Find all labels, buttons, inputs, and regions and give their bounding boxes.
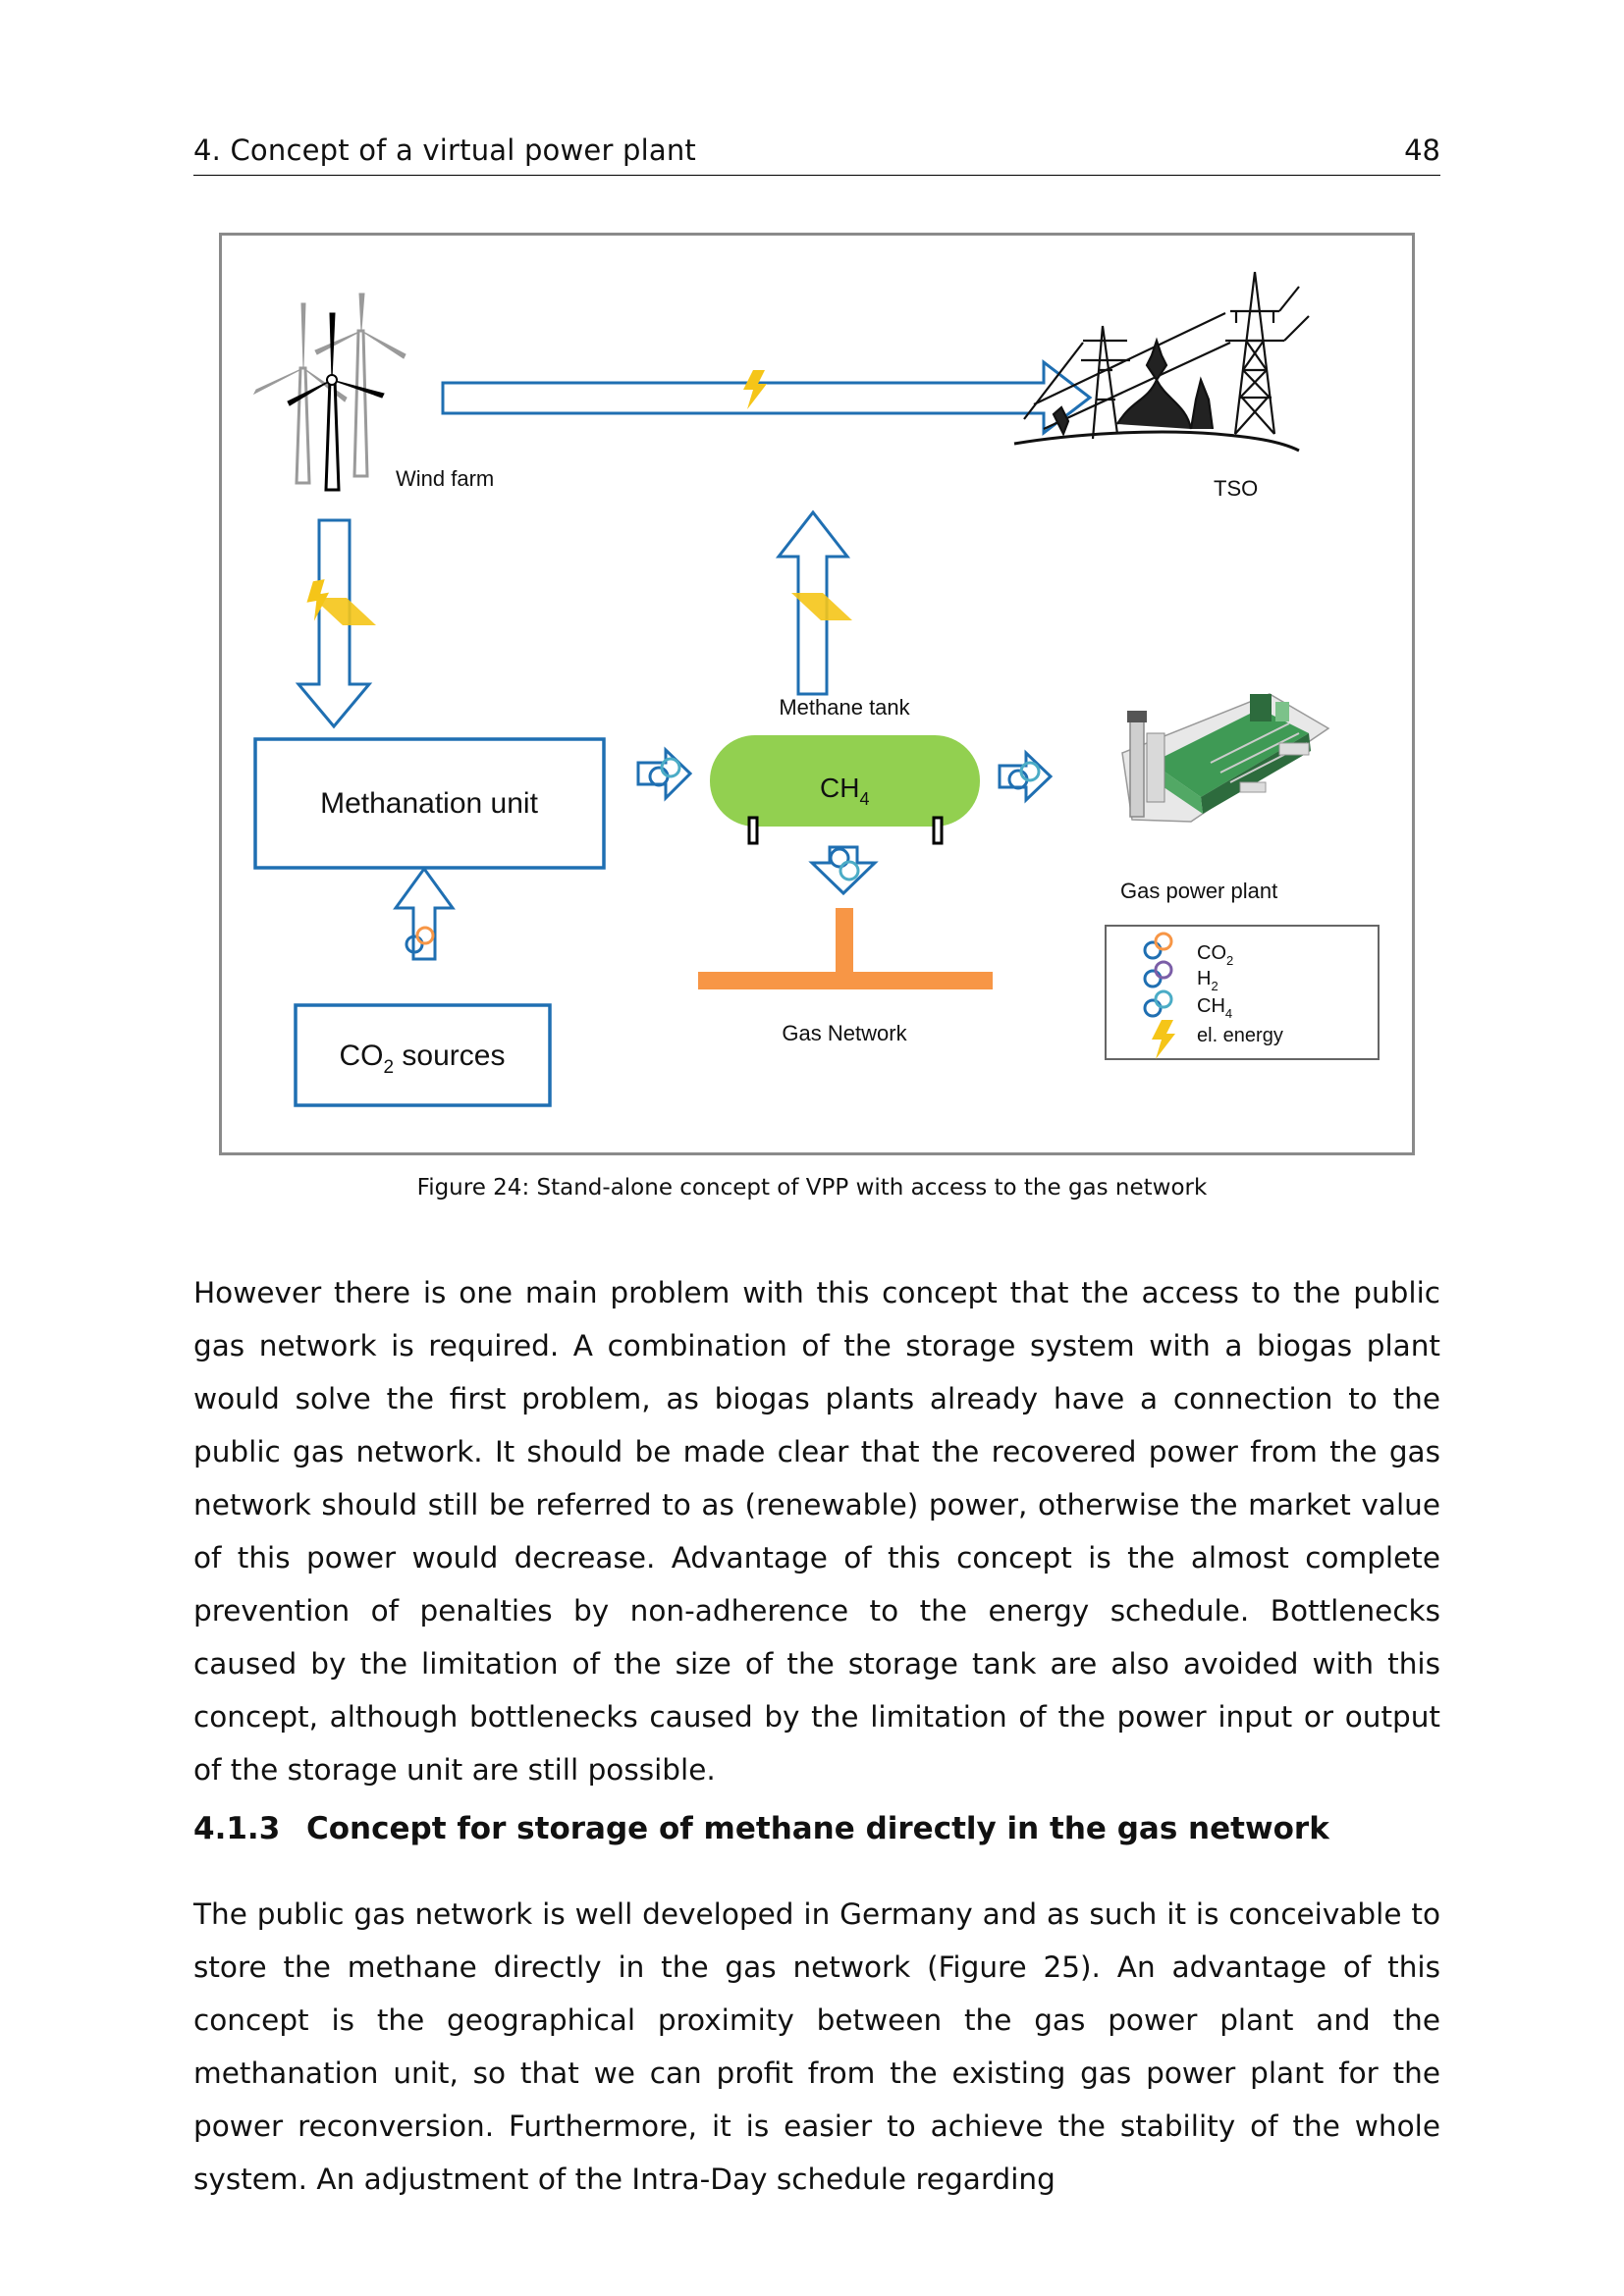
legend-h2: H2 (1143, 960, 1218, 993)
paragraph-text: However there is one main problem with t… (193, 1276, 1440, 1787)
section-title: Concept for storage of methane directly … (306, 1811, 1329, 1846)
body-paragraph-1: However there is one main problem with t… (193, 1266, 1440, 1796)
power-arrow-wind-to-tso (441, 358, 1093, 437)
legend-co2: CO2 (1143, 932, 1233, 968)
gas-arrow-to-network (808, 845, 879, 896)
legend: CO2 H2 CH4 el. energy (1105, 925, 1380, 1060)
legend-ch4: CH4 (1143, 989, 1232, 1021)
legend-electric-energy: el. energy (1152, 1020, 1283, 1059)
co2-sources-label: CO2 sources (340, 1040, 506, 1078)
body-paragraph-2: The public gas network is well developed… (193, 1888, 1440, 2206)
wind-farm-label: Wind farm (396, 466, 494, 491)
figure-24: Wind farm TSO Methanation unit (219, 233, 1415, 1155)
page-number: 48 (1404, 133, 1440, 167)
figure-caption: Figure 24: Stand-alone concept of VPP wi… (416, 1175, 1208, 1201)
gas-power-plant-label: Gas power plant (1120, 879, 1277, 903)
methanation-unit-box (253, 737, 606, 870)
gas-network-label: Gas Network (782, 1021, 907, 1045)
section-heading: 4.1.3 Concept for storage of methane dire… (193, 1811, 1329, 1846)
tank-gas-label: CH4 (820, 773, 869, 809)
page-header: 4. Concept of a virtual power plant 48 (193, 126, 1440, 176)
paragraph-text: The public gas network is well developed… (193, 1897, 1440, 2196)
co2-sources-box (294, 1003, 552, 1107)
section-number: 4.1.3 (193, 1811, 281, 1846)
tso-label: TSO (1214, 476, 1258, 501)
wind-turbine-icon (252, 293, 406, 492)
power-arrow-wind-to-methanation (295, 518, 373, 729)
svg-text:H2: H2 (1197, 968, 1218, 993)
gas-network-pipe (836, 908, 853, 972)
svg-text:el. energy: el. energy (1197, 1025, 1283, 1046)
svg-text:CH4: CH4 (1197, 995, 1232, 1021)
methanation-unit-label: Methanation unit (320, 787, 538, 820)
co2-arrow-to-methanation (393, 866, 456, 961)
methane-tank-label: Methane tank (779, 695, 910, 720)
chapter-title: 4. Concept of a virtual power plant (193, 133, 696, 167)
methane-tank (710, 735, 980, 827)
svg-text:CO2: CO2 (1197, 942, 1233, 968)
gas-power-plant-icon (1121, 693, 1330, 823)
tso-pylon-icon (1013, 271, 1310, 453)
